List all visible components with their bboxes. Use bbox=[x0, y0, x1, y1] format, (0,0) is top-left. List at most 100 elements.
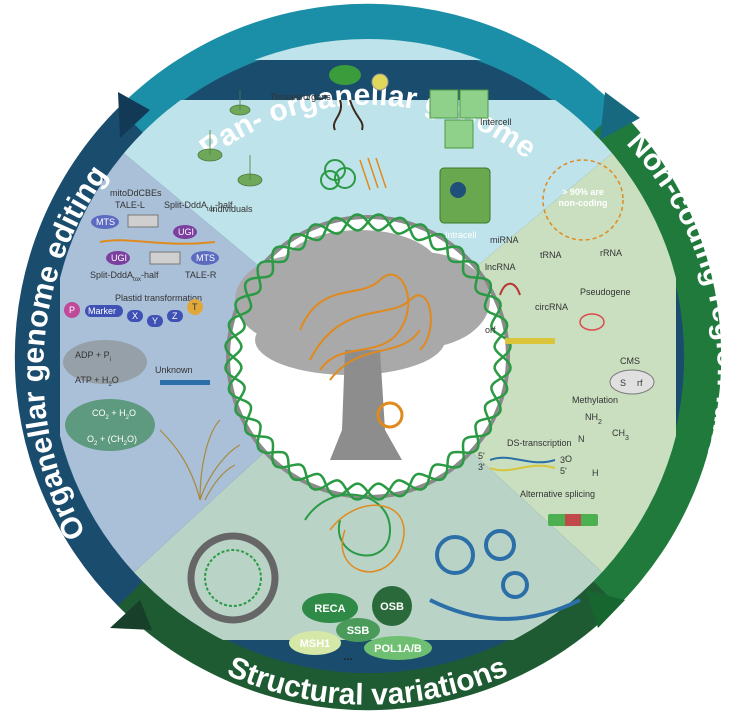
label-cms-rf: rf bbox=[637, 378, 643, 388]
cms-icon bbox=[609, 369, 655, 395]
label-circrna: circRNA bbox=[535, 302, 568, 312]
intracell-icon bbox=[439, 167, 491, 224]
label-unknown: Unknown bbox=[155, 365, 193, 375]
label-ssb: SSB bbox=[347, 625, 370, 637]
green-circles-icon bbox=[320, 159, 356, 190]
arrow-head-top bbox=[600, 92, 640, 140]
rice-plant-icon bbox=[159, 419, 241, 501]
label-nh2: NH2 bbox=[585, 412, 602, 426]
cell-icon-group bbox=[429, 89, 489, 149]
badge-line-1: > 90% are bbox=[562, 187, 604, 197]
label-msh1: MSH1 bbox=[300, 638, 331, 650]
label-rrna: rRNA bbox=[600, 248, 622, 258]
pan-genome-content: Tissues/organs Intercell Individuals Int… bbox=[197, 65, 512, 240]
dna-edit-strand bbox=[99, 239, 216, 245]
label-ch3: CH3 bbox=[612, 428, 629, 442]
genome-ring-icon bbox=[187, 532, 279, 624]
label-z: Z bbox=[172, 311, 178, 321]
central-tree-panel bbox=[224, 213, 512, 501]
label-o2: O2 + (CH2O) bbox=[87, 434, 137, 447]
arrow-head-right bbox=[586, 590, 625, 628]
quadrant-editing bbox=[60, 100, 368, 640]
label-marker: Marker bbox=[88, 306, 116, 316]
promoter-icon bbox=[64, 302, 80, 318]
ring-segment-bottom bbox=[118, 580, 618, 711]
label-reca: RECA bbox=[314, 603, 345, 615]
plant-icon-group bbox=[197, 90, 263, 187]
label-cms-s: S bbox=[620, 378, 626, 388]
label-cms: CMS bbox=[620, 356, 640, 366]
label-pol: POL1A/B bbox=[374, 643, 422, 655]
orange-loop-icon bbox=[329, 504, 405, 573]
label-t: T bbox=[192, 302, 198, 312]
label-o-atom: O bbox=[565, 454, 572, 464]
noncoding-badge-ring bbox=[542, 159, 624, 241]
label-h-atom: H bbox=[592, 468, 599, 478]
ssb-ellipse bbox=[336, 618, 380, 642]
label-split-c: Split-DddAtox-half bbox=[90, 270, 159, 283]
label-tissues: Tissues/organs bbox=[270, 92, 331, 102]
label-n-atom: N bbox=[578, 434, 585, 444]
label-mitoddcbes: mitoDdCBEs bbox=[110, 188, 162, 198]
osb-circle bbox=[372, 586, 412, 626]
label-ellipsis: ... bbox=[343, 651, 352, 663]
label-5prime-right: 5' bbox=[560, 466, 567, 476]
label-3prime-bottom: 3' bbox=[478, 462, 485, 472]
arrow-head-left bbox=[118, 92, 150, 138]
leaf-icon bbox=[329, 65, 361, 85]
circrna-icon bbox=[579, 313, 605, 331]
label-methylation: Methylation bbox=[572, 395, 618, 405]
unknown-gene-icon bbox=[160, 380, 210, 385]
label-lncrna: lncRNA bbox=[485, 262, 516, 272]
label-intercell: Intercell bbox=[480, 117, 512, 127]
ds-strand-b bbox=[489, 464, 556, 472]
pol-ellipse bbox=[364, 636, 432, 660]
label-3prime-right: 3' bbox=[560, 455, 567, 465]
label-ugi-top: UGI bbox=[178, 227, 194, 237]
label-atp: ATP + H2O bbox=[75, 375, 119, 388]
label-co2: CO2 + H2O bbox=[92, 408, 136, 421]
non-coding-content: > 90% are non-coding miRNA tRNA rRNA lnc… bbox=[478, 159, 655, 526]
blue-ring-icon-1 bbox=[435, 535, 475, 575]
chloroplast-icon bbox=[65, 399, 155, 451]
label-mirna: miRNA bbox=[490, 235, 519, 245]
label-adp: ADP + Pi bbox=[75, 350, 111, 363]
label-split-n: Split-DddAtox-half bbox=[164, 200, 233, 213]
orange-strands-icon bbox=[359, 157, 387, 191]
label-p: P bbox=[69, 305, 75, 315]
tale-r-icon bbox=[149, 251, 181, 265]
ring-segment-right bbox=[592, 108, 722, 606]
green-loop-icon bbox=[304, 493, 392, 557]
ugi-icon-top bbox=[173, 225, 197, 239]
label-alt-splicing: Alternative splicing bbox=[520, 489, 595, 499]
label-y: Y bbox=[152, 316, 158, 326]
dna-helix-strand-b bbox=[224, 213, 512, 501]
label-tale-r: TALE-R bbox=[185, 270, 217, 280]
editing-content: mitoDdCBEs TALE-L Split-DddAtox-half MTS… bbox=[63, 188, 241, 501]
mts-icon-right bbox=[191, 251, 219, 265]
label-5prime-top: 5' bbox=[478, 451, 485, 461]
msh1-ellipse bbox=[289, 631, 341, 655]
structural-content: RECA OSB SSB MSH1 POL1A/B ... bbox=[187, 493, 581, 663]
ds-strand-a bbox=[489, 456, 556, 464]
label-mts-left: MTS bbox=[96, 217, 115, 227]
marker-icon bbox=[85, 305, 123, 317]
label-trna: tRNA bbox=[540, 250, 562, 260]
lncrna-icon bbox=[499, 282, 521, 296]
quadrant-non-coding bbox=[368, 100, 676, 640]
blue-ring-icon-2 bbox=[484, 529, 516, 561]
label-ds-transcription: DS-transcription bbox=[507, 438, 572, 448]
blue-linear-icon bbox=[429, 598, 581, 621]
ring-segment-top bbox=[118, 3, 618, 135]
label-x: X bbox=[132, 311, 138, 321]
label-mts-right: MTS bbox=[196, 253, 215, 263]
label-ugi-bottom: UGI bbox=[111, 253, 127, 263]
badge-line-2: non-coding bbox=[559, 198, 608, 208]
mitochondrion-icon bbox=[63, 340, 147, 384]
blue-ring-icon-3 bbox=[501, 571, 529, 599]
label-osb: OSB bbox=[380, 601, 404, 613]
label-orf: orf bbox=[485, 325, 496, 335]
arrow-head-bottom bbox=[110, 600, 152, 630]
